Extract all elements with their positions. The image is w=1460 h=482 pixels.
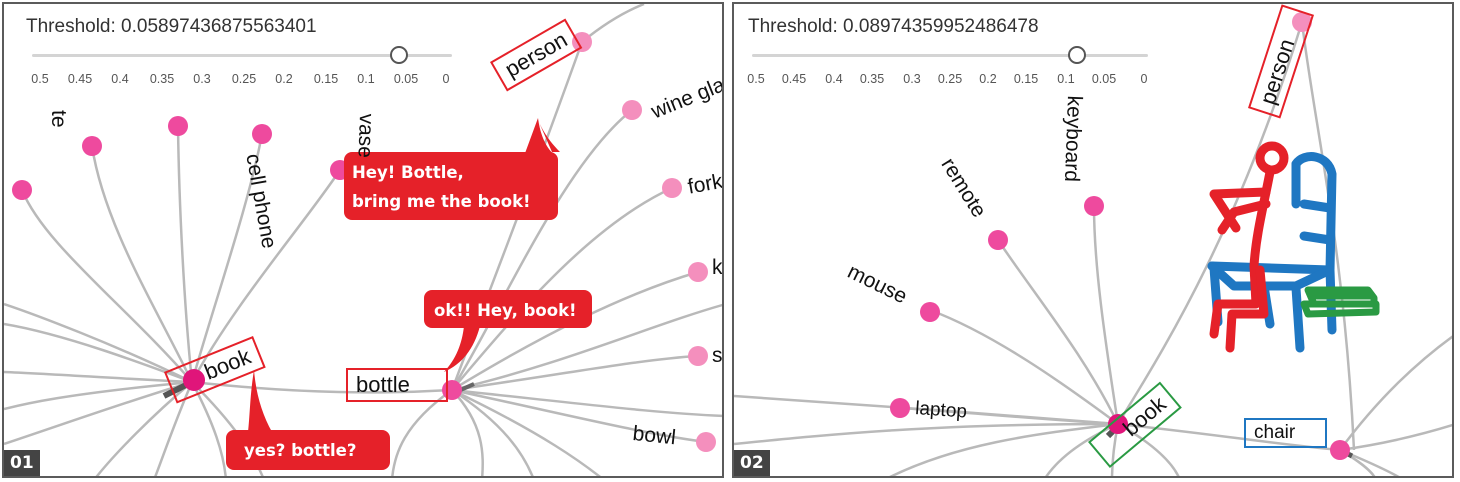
bubble-1-line-2: bring me the book! [352,192,531,211]
panel-number: 01 [4,450,40,476]
node-person[interactable] [1292,12,1312,32]
node-label-te: te [47,110,70,128]
tick-label: 0.1 [1057,72,1075,86]
speech-bubble-1: Hey! Bottle, bring me the book! [344,118,560,220]
tick-label: 0.3 [193,72,211,86]
tick-label: 0.2 [979,72,997,86]
tick-label: 0.1 [357,72,375,86]
panel-01: Hey! Bottle, bring me the book! ok!! Hey… [2,2,724,478]
node-laptop[interactable] [890,398,910,418]
node-person[interactable] [572,32,592,52]
panel-number: 02 [734,450,770,476]
node[interactable] [82,136,102,156]
node-wine-glass[interactable] [622,100,642,120]
panel-02: Threshold: 0.08974359952486478 0.5 0.45 … [732,2,1454,478]
node-book[interactable] [1108,414,1128,434]
tick-label: 0.15 [1013,72,1039,86]
tick-label: 0.4 [111,72,129,86]
tick-label: 0.05 [1091,72,1117,86]
tick-label: 0.25 [231,72,257,86]
node-fork[interactable] [662,178,682,198]
bubble-3-text: yes? bottle? [244,441,356,460]
node-book[interactable] [183,369,205,391]
tick-label: 0.05 [393,72,419,86]
bubble-1-line-1: Hey! Bottle, [352,163,464,182]
tick-label: 0.15 [313,72,339,86]
node-remote[interactable] [988,230,1008,250]
graph-canvas: Hey! Bottle, bring me the book! ok!! Hey… [4,4,722,476]
speech-bubble-2: ok!! Hey, book! [424,290,592,372]
bubble-2-text: ok!! Hey, book! [434,301,577,320]
tick-label: 0.45 [781,72,807,86]
node-bowl[interactable] [696,432,716,452]
node[interactable] [12,180,32,200]
tick-label: 0.3 [903,72,921,86]
node[interactable] [252,124,272,144]
node-label-keyboard: keyboard [1059,95,1086,183]
threshold-slider-thumb[interactable] [390,46,408,64]
node-keyboard[interactable] [1084,196,1104,216]
person-on-chair-illustration [1207,141,1380,353]
node-label-knife: k [712,256,723,279]
node-label-laptop: laptop [914,398,968,423]
boxed-label-chair[interactable]: chair [1244,418,1328,448]
node-label-spoon: s [712,344,723,367]
node-spoon[interactable] [688,346,708,366]
node-mouse[interactable] [920,302,940,322]
tick-label: 0.2 [275,72,293,86]
node[interactable] [168,116,188,136]
boxed-label-bottle[interactable]: bottle [346,368,448,402]
tick-label: 0.4 [825,72,843,86]
tick-label: 0.5 [31,72,49,86]
node-label-vase: vase [353,113,378,159]
node-chair[interactable] [1330,440,1350,460]
tick-label: 0.25 [937,72,963,86]
threshold-label: Threshold: 0.05897436875563401 [26,16,317,37]
threshold-slider-track[interactable] [752,54,1148,57]
node-label-bowl: bowl [631,422,677,450]
node-knife[interactable] [688,262,708,282]
tick-label: 0.45 [67,72,93,86]
tick-label: 0 [1140,72,1148,86]
tick-label: 0 [442,72,450,86]
tick-label: 0.5 [747,72,765,86]
threshold-label: Threshold: 0.08974359952486478 [748,16,1039,37]
graph-canvas [734,12,1452,476]
threshold-slider-thumb[interactable] [1068,46,1086,64]
speech-bubble-3: yes? bottle? [226,370,390,470]
tick-label: 0.35 [149,72,175,86]
tick-label: 0.35 [859,72,885,86]
threshold-slider-track[interactable] [32,54,452,57]
